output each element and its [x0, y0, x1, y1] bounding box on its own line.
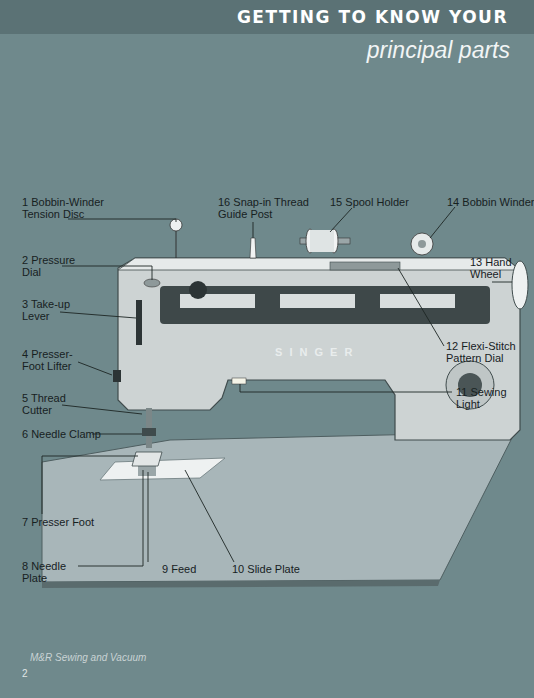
leader-line — [492, 282, 512, 283]
part-label: 1 Bobbin-Winder Tension Disc — [22, 196, 132, 220]
tension-stem — [176, 231, 177, 258]
selector-window — [280, 294, 355, 308]
page-title: GETTING TO KNOW YOUR — [237, 7, 508, 27]
part-label: 10 Slide Plate — [232, 563, 322, 575]
part-label: 9 Feed — [162, 563, 212, 575]
leader-line — [62, 405, 142, 414]
hand-wheel — [512, 261, 528, 309]
leader-line — [240, 384, 452, 392]
part-label: 11 Sewing Light — [456, 386, 518, 410]
leader-line — [185, 470, 234, 562]
brand-name: S I N G E R — [275, 346, 385, 358]
leader-line — [253, 222, 254, 238]
leader-line — [42, 456, 138, 514]
part-label: 7 Presser Foot — [22, 516, 112, 528]
part-label: 6 Needle Clamp — [22, 428, 112, 440]
leader-line — [330, 208, 352, 232]
presser-foot — [132, 452, 162, 466]
spool-thread — [310, 230, 334, 252]
bobbin-winder — [411, 233, 433, 255]
front-band — [160, 286, 490, 324]
part-label: 13 Hand Wheel — [470, 256, 526, 280]
part-label: 5 Thread Cutter — [22, 392, 77, 416]
part-label: 4 Presser-Foot Lifter — [22, 348, 92, 372]
pattern-dial — [330, 262, 400, 270]
presser-foot-lifter — [113, 370, 121, 382]
thread-guide-post — [250, 238, 256, 258]
watermark: M&R Sewing and Vacuum — [30, 652, 230, 663]
part-label: 16 Snap-in Thread Guide Post — [218, 196, 318, 220]
part-label: 14 Bobbin Winder — [447, 196, 534, 208]
machine-bed — [42, 432, 515, 582]
leader-line — [78, 362, 112, 375]
leader-line — [430, 207, 455, 238]
sewing-light — [232, 378, 246, 384]
needle-plate — [100, 458, 225, 480]
arm-top — [118, 258, 520, 270]
leader-line — [148, 472, 149, 562]
part-label: 2 Pressure Dial — [22, 254, 82, 278]
bobbin-hub — [418, 240, 426, 248]
bed-edge — [42, 580, 440, 588]
leader-lines — [42, 207, 512, 566]
leader-line — [398, 268, 444, 346]
part-label: 15 Spool Holder — [330, 196, 430, 208]
part-label: 3 Take-up Lever — [22, 298, 82, 322]
tension-dial — [189, 281, 207, 299]
page-number: 2 — [22, 668, 42, 679]
selector-window — [180, 294, 255, 308]
pressure-dial — [144, 279, 160, 287]
title-band — [0, 0, 534, 34]
leader-line — [60, 312, 136, 318]
part-label: 8 Needle Plate — [22, 560, 77, 584]
part-label: 12 Flexi-Stitch Pattern Dial — [446, 340, 532, 364]
take-up-lever — [136, 300, 142, 345]
leader-line — [62, 266, 152, 280]
page-subtitle: principal parts — [330, 38, 510, 63]
needle-clamp — [142, 428, 156, 436]
